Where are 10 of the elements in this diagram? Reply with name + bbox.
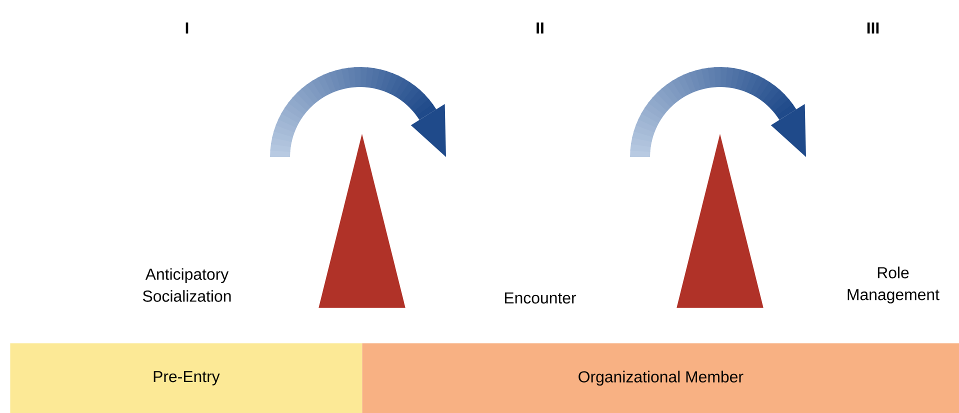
stage-band: Pre-Entry bbox=[10, 343, 362, 413]
stage-label: Anticipatory Socialization bbox=[142, 268, 231, 302]
stage-label: Role Management bbox=[848, 266, 940, 304]
numeral: II bbox=[536, 22, 544, 34]
triangle-marker bbox=[318, 134, 406, 308]
triangle-marker bbox=[676, 134, 764, 308]
numeral: I bbox=[186, 22, 188, 34]
stage-label: Encounter bbox=[504, 292, 576, 304]
numeral: III bbox=[867, 22, 879, 34]
stage-band: Organizational Member bbox=[362, 343, 959, 413]
